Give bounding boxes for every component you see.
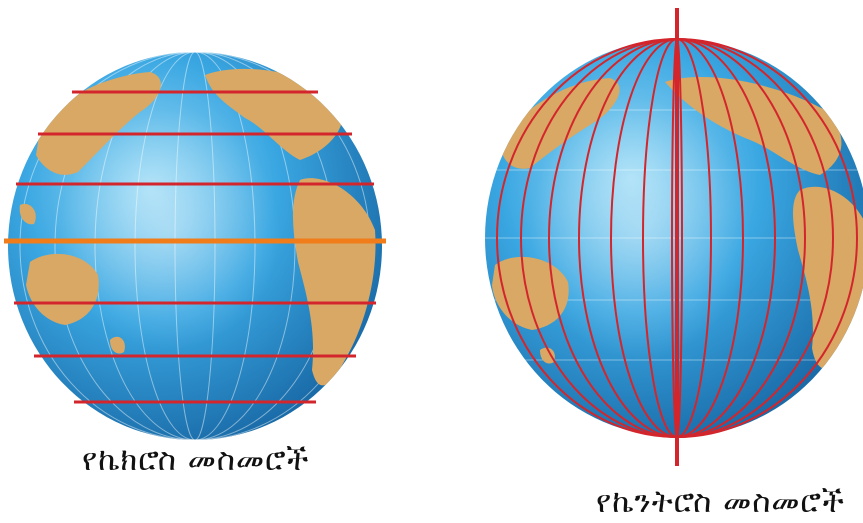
left-globe-shine: [60, 110, 280, 350]
longitude-lines-caption: የኬንትሮስ መስመሮች: [596, 484, 845, 520]
latitude-lines: [14, 90, 376, 404]
latitude-lines-caption: የኬክሮስ መስመሮች: [82, 442, 310, 478]
left-globe: [4, 52, 386, 440]
right-globe: [485, 8, 863, 466]
